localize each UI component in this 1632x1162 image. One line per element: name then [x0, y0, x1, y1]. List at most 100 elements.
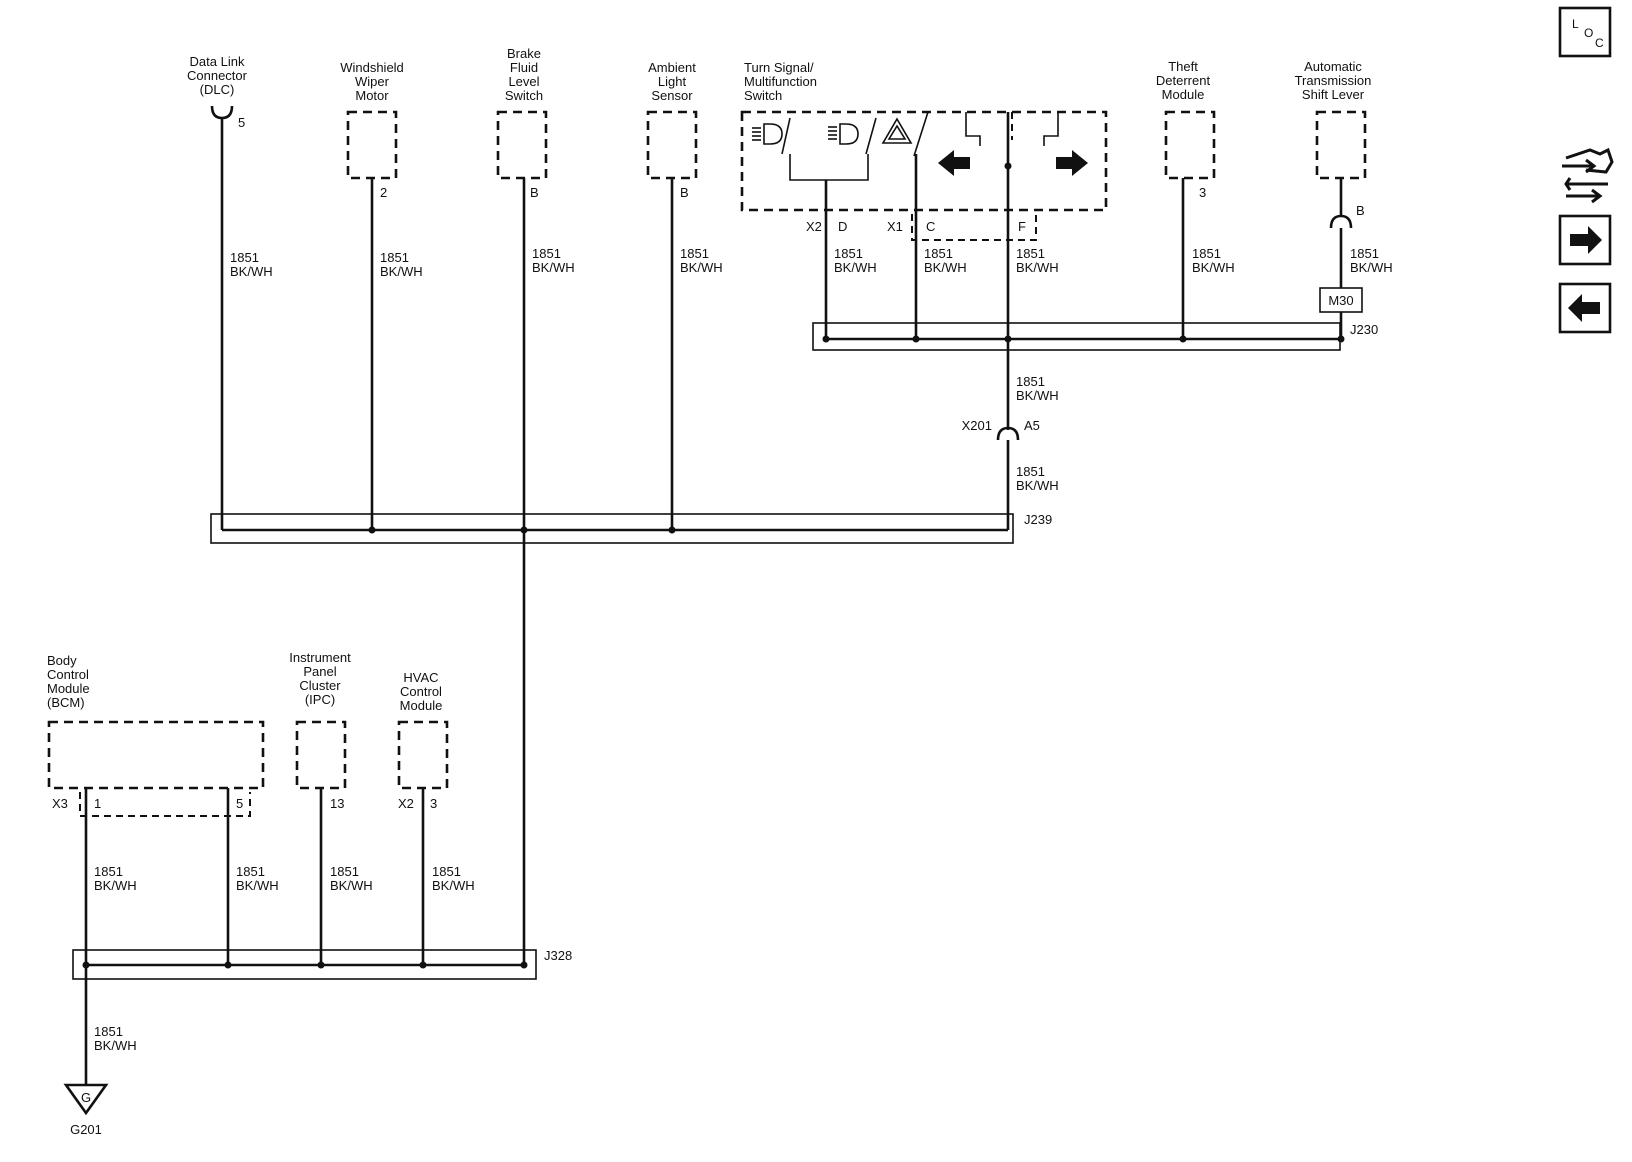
ipc-label-line: Instrument	[289, 650, 351, 665]
svg-text:1851: 1851	[680, 246, 709, 261]
brake-label: Brake Fluid Level Switch	[505, 46, 543, 103]
ambient-label-line: Ambient	[648, 60, 696, 75]
shift-label: Automatic Transmission Shift Lever	[1295, 59, 1372, 102]
turn-signal-switch: X2 D X1 C F	[740, 110, 1108, 241]
svg-text:1851: 1851	[380, 250, 409, 265]
svg-text:1851: 1851	[532, 246, 561, 261]
svg-text:BK/WH: BK/WH	[1016, 478, 1059, 493]
x1-connector-bracket	[911, 214, 1037, 241]
svg-text:BK/WH: BK/WH	[432, 878, 475, 893]
ambient-label-line: Sensor	[651, 88, 693, 103]
shift-pin: B	[1356, 203, 1365, 218]
turn-pin-c: C	[926, 219, 935, 234]
bcm-label-line: (BCM)	[47, 695, 85, 710]
brake-pin: B	[530, 185, 539, 200]
bcm-label: Body Control Module (BCM)	[47, 653, 90, 710]
svg-text:BK/WH: BK/WH	[680, 260, 723, 275]
svg-text:1851: 1851	[1016, 464, 1045, 479]
turn-label-line: Switch	[744, 88, 782, 103]
hazard-icon	[881, 117, 913, 144]
brake-switch-box	[496, 110, 548, 180]
theft-label: Theft Deterrent Module	[1156, 59, 1211, 102]
turn-x1: X1	[887, 219, 903, 234]
shift-lever-box	[1315, 110, 1367, 180]
loc-l: L	[1572, 17, 1579, 31]
arrow-left-icon	[938, 150, 970, 176]
svg-text:1851: 1851	[230, 250, 259, 265]
ambient-pin: B	[680, 185, 689, 200]
bcm-label-line: Body	[47, 653, 77, 668]
theft-label-line: Theft	[1168, 59, 1198, 74]
hvac-pin: 3	[430, 796, 437, 811]
svg-text:1851: 1851	[924, 246, 953, 261]
loc-o: O	[1584, 26, 1593, 40]
ipc-label-line: Cluster	[299, 678, 341, 693]
turn-x2: X2	[806, 219, 822, 234]
bcm-x3-bracket	[79, 792, 251, 817]
ground-label: G201	[70, 1122, 102, 1137]
svg-text:1851: 1851	[94, 864, 123, 879]
svg-text:BK/WH: BK/WH	[532, 260, 575, 275]
j230-splice-pack	[812, 322, 1345, 351]
j239-label: J239	[1024, 512, 1052, 527]
svg-text:BK/WH: BK/WH	[1350, 260, 1393, 275]
wiper-pin: 2	[380, 185, 387, 200]
turn-pin-d: D	[838, 219, 847, 234]
brake-label-line: Fluid	[510, 60, 538, 75]
hvac-x2: X2	[398, 796, 414, 811]
ipc-label-line: Panel	[303, 664, 336, 679]
ipc-label-line: (IPC)	[305, 692, 335, 707]
svg-text:BK/WH: BK/WH	[380, 264, 423, 279]
bcm-pin1: 1	[94, 796, 101, 811]
headlamp-low-icon	[752, 123, 783, 145]
m30-label: M30	[1328, 293, 1353, 308]
turn-pin-f: F	[1018, 219, 1026, 234]
bcm-label-line: Control	[47, 667, 89, 682]
arrow-right-icon	[1056, 150, 1088, 176]
svg-text:1851: 1851	[330, 864, 359, 879]
svg-text:BK/WH: BK/WH	[94, 1038, 137, 1053]
svg-text:BK/WH: BK/WH	[924, 260, 967, 275]
svg-text:BK/WH: BK/WH	[94, 878, 137, 893]
arrow-right-icon[interactable]	[1558, 214, 1612, 266]
dlc-pin: 5	[238, 115, 245, 130]
j230-label: J230	[1350, 322, 1378, 337]
shift-label-line: Automatic	[1304, 59, 1362, 74]
turn-f-junction	[1004, 162, 1012, 170]
brake-label-line: Switch	[505, 88, 543, 103]
svg-text:BK/WH: BK/WH	[1192, 260, 1235, 275]
svg-text:1851: 1851	[236, 864, 265, 879]
theft-module-box	[1164, 110, 1216, 180]
svg-text:BK/WH: BK/WH	[330, 878, 373, 893]
arrow-left-icon[interactable]	[1558, 282, 1612, 334]
ambient-label: Ambient Light Sensor	[648, 60, 696, 103]
svg-text:1851: 1851	[1016, 374, 1045, 389]
headlamp-high-icon	[828, 123, 859, 145]
loc-c: C	[1595, 36, 1604, 50]
j239-splice-pack	[210, 513, 1014, 544]
svg-text:1851: 1851	[1192, 246, 1221, 261]
bcm-label-line: Module	[47, 681, 90, 696]
j328-label: J328	[544, 948, 572, 963]
right-turn-contact	[1043, 112, 1059, 146]
theft-label-line: Deterrent	[1156, 73, 1211, 88]
j328-splice-pack	[72, 949, 537, 980]
x201-label: X201	[962, 418, 992, 433]
svg-text:1851: 1851	[1350, 246, 1379, 261]
headlamp-contacts	[781, 117, 877, 181]
hvac-box	[397, 720, 449, 790]
harness-icon[interactable]	[1562, 147, 1614, 204]
loc-icon[interactable]: L O C	[1558, 6, 1612, 58]
dlc-label: Data Link Connector (DLC)	[187, 54, 248, 97]
svg-text:BK/WH: BK/WH	[1016, 388, 1059, 403]
hazard-contact	[913, 111, 929, 157]
brake-label-line: Brake	[507, 46, 541, 61]
ground-symbol: G	[81, 1090, 91, 1105]
bcm-pin5: 5	[236, 796, 243, 811]
